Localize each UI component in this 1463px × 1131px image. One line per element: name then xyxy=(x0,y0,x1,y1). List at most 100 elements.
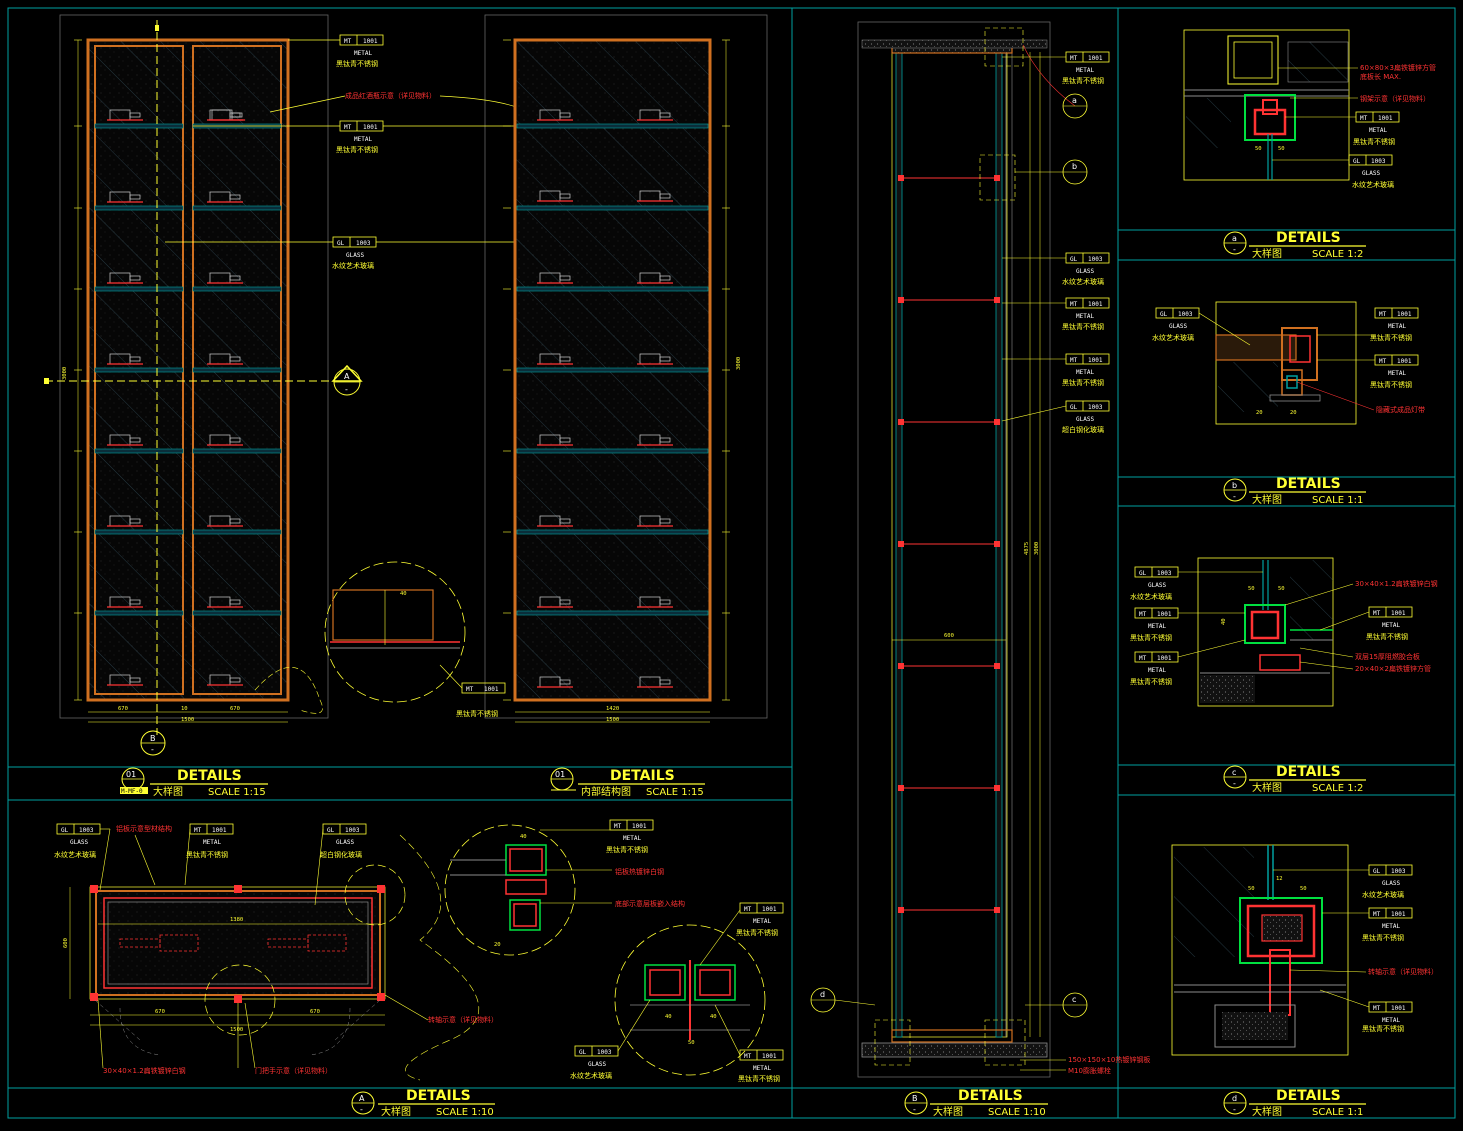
dc-dim-r: 50 xyxy=(1278,586,1285,592)
shelf xyxy=(94,286,282,292)
db-tag1-desc: 水纹艺术玻璃 xyxy=(1152,333,1194,342)
title-a-num: A xyxy=(359,1094,365,1103)
side-tag-desc: 水纹艺术玻璃 xyxy=(1062,277,1104,286)
wine-bottle-icon xyxy=(207,596,243,608)
side-note-plate: 150×150×10热镀锌钢板 xyxy=(1068,1055,1150,1064)
wine-bottle-icon xyxy=(207,515,243,527)
side-tag-desc: 黑钛青不锈钢 xyxy=(1062,378,1104,387)
wine-bottle-icon xyxy=(207,272,243,284)
dc-tag1-num: 1003 xyxy=(1157,570,1172,577)
svg-text:A: A xyxy=(344,372,350,381)
pb2-tag2-cat: GLASS xyxy=(588,1061,606,1068)
plan-detail-bubble-1: 40 20 MT 1001 METAL 黑钛青不锈钢 铝板热镀锌白钢 底部示意层… xyxy=(444,819,685,956)
side-shelf xyxy=(898,663,1000,669)
dim-internal-width: 1500 xyxy=(606,717,619,723)
title-dd-subtitle: 大样图 xyxy=(1252,1105,1282,1118)
pb2-dim-c: 50 xyxy=(688,1040,695,1046)
title-b-num: B xyxy=(912,1094,918,1103)
tag-gl-code: GL xyxy=(337,240,345,247)
side-shelf xyxy=(898,419,1000,425)
side-shelf xyxy=(898,175,1000,181)
side-tag-desc: 黑钛青不锈钢 xyxy=(1062,76,1104,85)
pb2-tag2-desc: 水纹艺术玻璃 xyxy=(570,1071,612,1080)
internal-dims xyxy=(503,39,730,701)
title-a-scale: SCALE 1:10 xyxy=(436,1107,494,1118)
title-dd-scale: SCALE 1:1 xyxy=(1312,1107,1363,1118)
shelf xyxy=(94,610,282,616)
side-shelf xyxy=(898,785,1000,791)
side-tag-cat: METAL xyxy=(1076,67,1094,74)
side-tag-cat: GLASS xyxy=(1076,268,1094,275)
dc-tag2-code: MT xyxy=(1139,611,1147,618)
dc-tag3-cat: METAL xyxy=(1148,667,1166,674)
plan-tag3-desc: 超白钢化玻璃 xyxy=(320,850,362,859)
dc-tag4-desc: 黑钛青不锈钢 xyxy=(1366,632,1408,641)
wine-bottle-icon xyxy=(207,191,243,203)
wine-bottle-icon xyxy=(537,596,573,608)
title-block-det-c: c - DETAILS 大样图 SCALE 1:2 xyxy=(1223,764,1366,794)
wine-bottle-icon xyxy=(637,353,673,365)
dd-tag1-cat: GLASS xyxy=(1382,880,1400,887)
da-note-2: 底板长 MAX. xyxy=(1360,72,1401,81)
plan-dim-inner: 1380 xyxy=(230,917,243,923)
shelf xyxy=(94,367,282,373)
title-block-01b: 01 DETAILS 内部结构图 SCALE 1:15 xyxy=(550,767,705,798)
viewport-outlines xyxy=(59,14,1051,1078)
title-dc-num: c xyxy=(1232,768,1236,777)
wine-bottle-icon xyxy=(537,434,573,446)
wine-bottle-icon xyxy=(637,515,673,527)
wine-bottle-icon xyxy=(207,109,243,121)
side-tag-num: 1001 xyxy=(1088,357,1103,364)
detail-bubble-front: 40 MT 1001 黑钛青不锈钢 xyxy=(254,561,506,718)
da-tag1-desc: 黑钛青不锈钢 xyxy=(1353,137,1395,146)
title-b-scale: SCALE 1:10 xyxy=(988,1107,1046,1118)
side-shelf xyxy=(898,297,1000,303)
title-b-subtitle: 大样图 xyxy=(933,1105,963,1118)
shelf xyxy=(516,367,709,373)
da-tag1-cat: METAL xyxy=(1369,127,1387,134)
plan-tag3-code: GL xyxy=(327,827,335,834)
plan-tag3-num: 1003 xyxy=(345,827,360,834)
side-tag-desc: 黑钛青不锈钢 xyxy=(1062,322,1104,331)
dim-gap: 10 xyxy=(181,706,188,712)
dd-dim-l: 50 xyxy=(1248,886,1255,892)
dc-tag3-code: MT xyxy=(1139,655,1147,662)
wine-bottle-icon xyxy=(637,434,673,446)
title-01a-scale: SCALE 1:15 xyxy=(208,787,266,798)
plan-dim-depth: 600 xyxy=(63,938,69,948)
title-db-sheet: - xyxy=(1233,492,1236,501)
wine-bottle-icon xyxy=(107,353,143,365)
title-b-sheet: - xyxy=(913,1105,916,1114)
side-tag-code: GL xyxy=(1070,404,1078,411)
pb2-tag1-cat: METAL xyxy=(753,918,771,925)
title-db-subtitle: 大样图 xyxy=(1252,493,1282,506)
title-dc-title: DETAILS xyxy=(1276,764,1341,780)
wine-bottle-icon xyxy=(107,674,143,686)
dd-dim-r: 50 xyxy=(1300,886,1307,892)
pb1-tag-cat: METAL xyxy=(623,835,641,842)
title-db-scale: SCALE 1:1 xyxy=(1312,495,1363,506)
title-db-title: DETAILS xyxy=(1276,476,1341,492)
db-tag3-code: MT xyxy=(1379,358,1387,365)
detail-b: 20 20 GL 1003 GLASS 水纹艺术玻璃 MT 1001 METAL… xyxy=(1152,301,1425,425)
svg-text:a: a xyxy=(1072,96,1077,105)
tag-mt-num: 1001 xyxy=(363,38,378,45)
da-tag1-num: 1001 xyxy=(1378,115,1393,122)
dc-tag4-cat: METAL xyxy=(1382,622,1400,629)
dd-tag1-desc: 水纹艺术玻璃 xyxy=(1362,890,1404,899)
pb2-tag2-num: 1003 xyxy=(597,1049,612,1056)
dd-tag3-desc: 黑钛青不锈钢 xyxy=(1362,1024,1404,1033)
svg-text:-: - xyxy=(151,745,154,754)
dc-tag1-desc: 水纹艺术玻璃 xyxy=(1130,592,1172,601)
title-a-subtitle: 大样图 xyxy=(381,1105,411,1118)
title-dd-title: DETAILS xyxy=(1276,1088,1341,1104)
db-tag2-desc: 黑钛青不锈钢 xyxy=(1370,333,1412,342)
wine-bottle-icon xyxy=(637,596,673,608)
dc-tag1-cat: GLASS xyxy=(1148,582,1166,589)
title-block-det-a: a - DETAILS 大样图 SCALE 1:2 xyxy=(1223,230,1366,260)
